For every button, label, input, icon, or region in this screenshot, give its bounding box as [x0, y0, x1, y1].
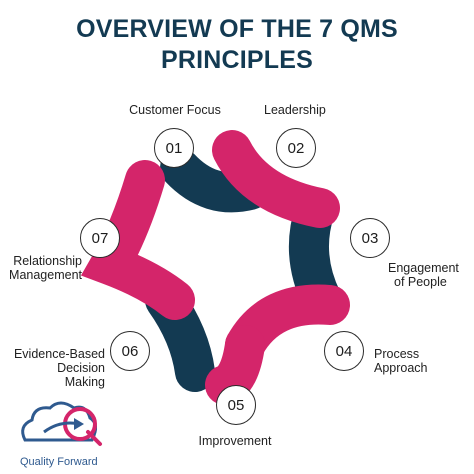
principle-label-04: Process Approach: [374, 347, 428, 375]
cloud-q-arrow-icon: [21, 401, 102, 446]
principle-node-04: 04: [324, 331, 364, 371]
principle-number: 06: [121, 342, 139, 360]
principle-number: 03: [361, 229, 379, 247]
principle-number: 07: [91, 229, 109, 247]
ring-segment-02: [212, 130, 340, 228]
principle-node-03: 03: [350, 218, 390, 258]
principle-number: 01: [165, 139, 183, 157]
ring-segment-07: [80, 160, 195, 320]
label-line: of People: [394, 275, 447, 289]
label-line: Customer Focus: [129, 103, 221, 117]
label-line: Engagement: [388, 261, 459, 275]
principle-label-03: Engagement of People: [388, 261, 459, 289]
principle-number: 05: [227, 396, 245, 414]
principle-number: 04: [335, 342, 353, 360]
label-line: Leadership: [264, 103, 326, 117]
label-line: Management: [9, 268, 82, 282]
principle-node-07: 07: [80, 218, 120, 258]
principle-label-02: Leadership: [264, 103, 326, 117]
principle-node-01: 01: [154, 128, 194, 168]
label-line: Making: [64, 375, 105, 389]
principle-label-06: Evidence-Based Decision Making: [2, 347, 105, 389]
title-line-1: OVERVIEW OF THE 7 QMS: [76, 15, 398, 43]
ring-segment-05: [205, 325, 265, 405]
principle-number: 02: [287, 139, 305, 157]
label-line: Decision: [57, 361, 105, 375]
page-title: OVERVIEW OF THE 7 QMS PRINCIPLES: [0, 14, 474, 76]
principle-label-05: Improvement: [185, 434, 285, 448]
label-line: Improvement: [198, 434, 272, 448]
label-line: Approach: [374, 361, 428, 375]
label-line: Evidence-Based: [13, 347, 105, 361]
principle-label-01: Customer Focus: [120, 103, 230, 117]
principle-node-06: 06: [110, 331, 150, 371]
pink-segments: [80, 130, 350, 405]
label-line: Relationship: [13, 254, 82, 268]
principle-node-02: 02: [276, 128, 316, 168]
title-line-2: PRINCIPLES: [160, 46, 314, 74]
label-line: Process: [374, 347, 420, 361]
principle-label-07: Relationship Management: [2, 254, 82, 282]
brand-name: Quality Forward: [20, 456, 98, 468]
principle-node-05: 05: [216, 385, 256, 425]
